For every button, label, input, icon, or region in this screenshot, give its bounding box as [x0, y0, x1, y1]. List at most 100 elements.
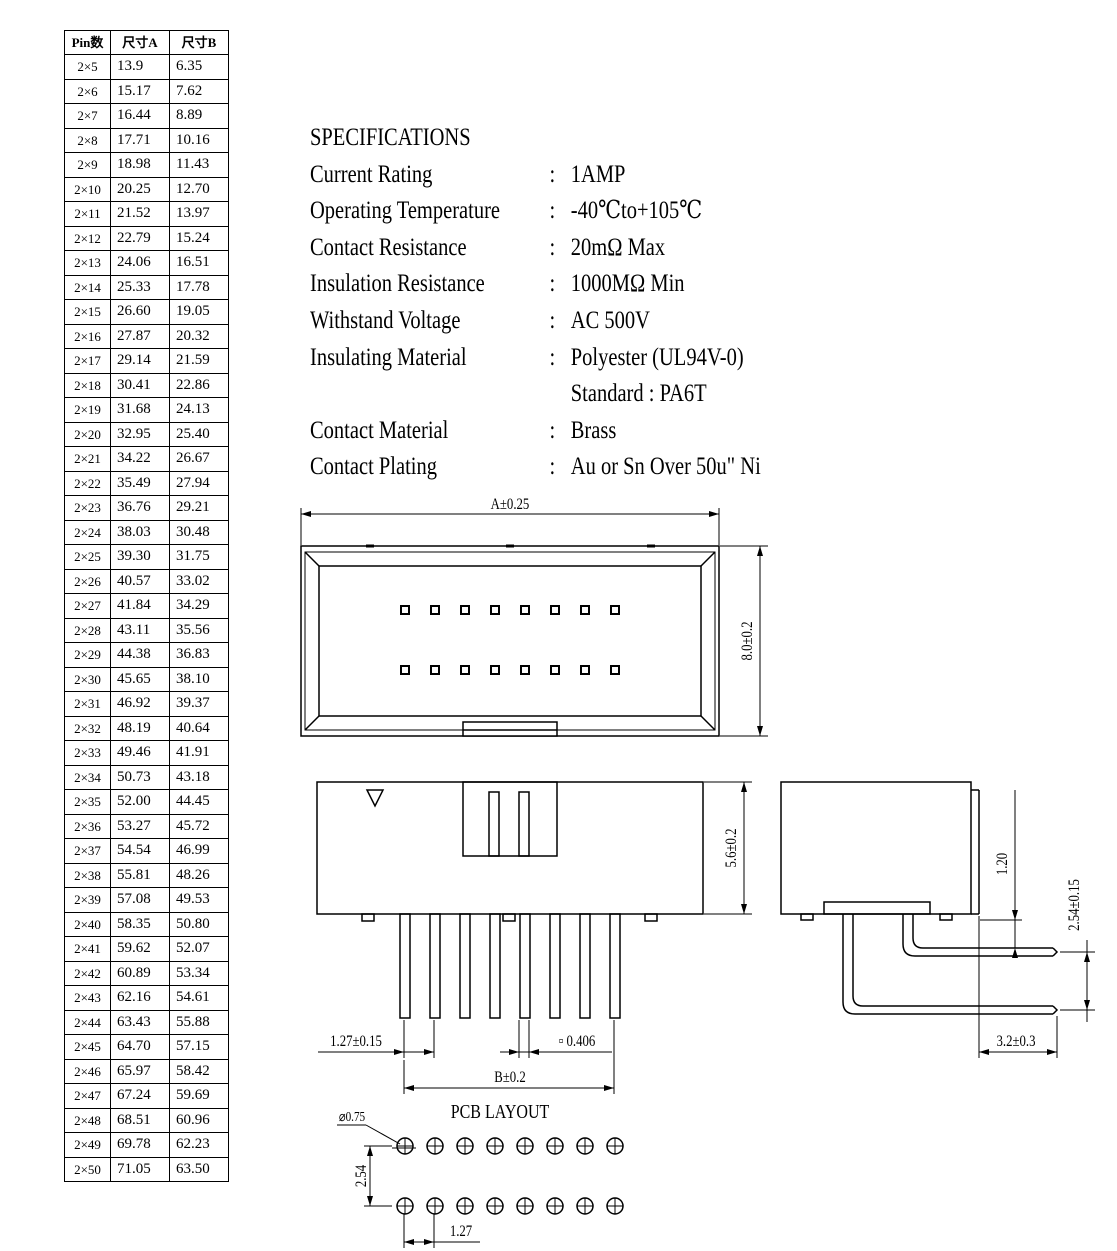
pcb-hole: [456, 1137, 474, 1155]
size-b-cell: 48.26: [169, 862, 229, 888]
top-pin-row1: [610, 605, 620, 615]
pin-count-cell: 2×22: [64, 470, 111, 496]
top-pin-row1: [490, 605, 500, 615]
size-b-cell: 6.35: [169, 54, 229, 80]
spec-label: Insulating Material: [310, 343, 467, 371]
size-a-cell: 62.16: [110, 985, 170, 1011]
size-a-cell: 15.17: [110, 78, 170, 104]
pcb-hole-label: ⌀0.75: [339, 1109, 365, 1124]
top-pin-row2: [400, 665, 410, 675]
top-pin-row1: [430, 605, 440, 615]
dim-120-label: 1.20: [994, 853, 1012, 875]
spec-value: Standard : PA6T: [570, 380, 707, 408]
size-b-cell: 34.29: [169, 593, 229, 619]
pcb-hole: [516, 1197, 534, 1215]
size-b-cell: 8.89: [169, 103, 229, 129]
dim-pitch-label: 1.27±0.15: [330, 1033, 382, 1051]
pcb-layout-title: PCB LAYOUT: [451, 1100, 550, 1122]
dim-height-top-label: 8.0±0.2: [739, 622, 757, 661]
size-b-cell: 40.64: [169, 715, 229, 741]
spec-colon: :: [549, 416, 556, 444]
size-b-cell: 44.45: [169, 789, 229, 815]
size-b-cell: 45.72: [169, 813, 229, 839]
size-b-cell: 60.96: [169, 1107, 229, 1133]
front-pin: [549, 913, 561, 1019]
top-pin-row1: [460, 605, 470, 615]
pcb-col-pitch-label: 1.27: [450, 1223, 472, 1241]
pin-count-cell: 2×37: [64, 838, 111, 864]
size-b-cell: 15.24: [169, 225, 229, 251]
spec-value: Brass: [570, 416, 617, 444]
pcb-hole: [396, 1137, 414, 1155]
pcb-hole: [576, 1137, 594, 1155]
spec-colon: :: [549, 453, 556, 481]
pin-count-cell: 2×25: [64, 544, 111, 570]
front-pin: [519, 913, 531, 1019]
size-a-cell: 39.30: [110, 544, 170, 570]
front-pin: [489, 913, 501, 1019]
spec-label: Contact Resistance: [310, 233, 467, 261]
pin-count-cell: 2×41: [64, 936, 111, 962]
spec-row: Contact Material:Brass: [310, 413, 761, 450]
spec-label: Withstand Voltage: [310, 306, 461, 334]
front-pin: [459, 913, 471, 1019]
pcb-hole: [576, 1197, 594, 1215]
pin-count-cell: 2×40: [64, 911, 111, 937]
pin-count-cell: 2×13: [64, 250, 111, 276]
size-a-cell: 48.19: [110, 715, 170, 741]
size-b-cell: 59.69: [169, 1083, 229, 1109]
dim-a-label: A±0.25: [491, 496, 530, 514]
spec-row: Withstand Voltage:AC 500V: [310, 303, 761, 340]
spec-colon: :: [549, 270, 556, 298]
size-a-cell: 63.43: [110, 1009, 170, 1035]
size-b-cell: 24.13: [169, 397, 229, 423]
size-b-cell: 16.51: [169, 250, 229, 276]
pin-count-cell: 2×46: [64, 1058, 111, 1084]
size-a-cell: 16.44: [110, 103, 170, 129]
pin-count-cell: 2×14: [64, 274, 111, 300]
pcb-hole: [516, 1137, 534, 1155]
header-pin-count: Pin数: [64, 30, 111, 55]
size-a-cell: 30.41: [110, 372, 170, 398]
spec-row: Operating Temperature:-40℃to+105℃: [310, 193, 761, 230]
size-a-cell: 45.65: [110, 666, 170, 692]
pin-count-cell: 2×50: [64, 1156, 111, 1182]
size-a-cell: 71.05: [110, 1156, 170, 1182]
size-a-cell: 41.84: [110, 593, 170, 619]
spec-row: Insulating Material:Polyester (UL94V-0): [310, 340, 761, 377]
spec-value: Au or Sn Over 50u" Ni: [570, 453, 761, 481]
size-b-cell: 46.99: [169, 838, 229, 864]
spec-value: 20mΩ Max: [570, 233, 666, 261]
front-view: [316, 781, 752, 1094]
size-b-cell: 12.70: [169, 176, 229, 202]
pin-count-cell: 2×38: [64, 862, 111, 888]
pin-count-cell: 2×27: [64, 593, 111, 619]
spec-row: Contact Plating:Au or Sn Over 50u" Ni: [310, 449, 761, 486]
size-a-cell: 22.79: [110, 225, 170, 251]
size-a-cell: 58.35: [110, 911, 170, 937]
side-view: [780, 781, 1095, 1058]
dim-b-label: B±0.2: [494, 1069, 526, 1087]
size-b-cell: 25.40: [169, 421, 229, 447]
spec-colon: :: [549, 343, 556, 371]
spec-value: 1AMP: [570, 160, 626, 188]
front-pin: [429, 913, 441, 1019]
